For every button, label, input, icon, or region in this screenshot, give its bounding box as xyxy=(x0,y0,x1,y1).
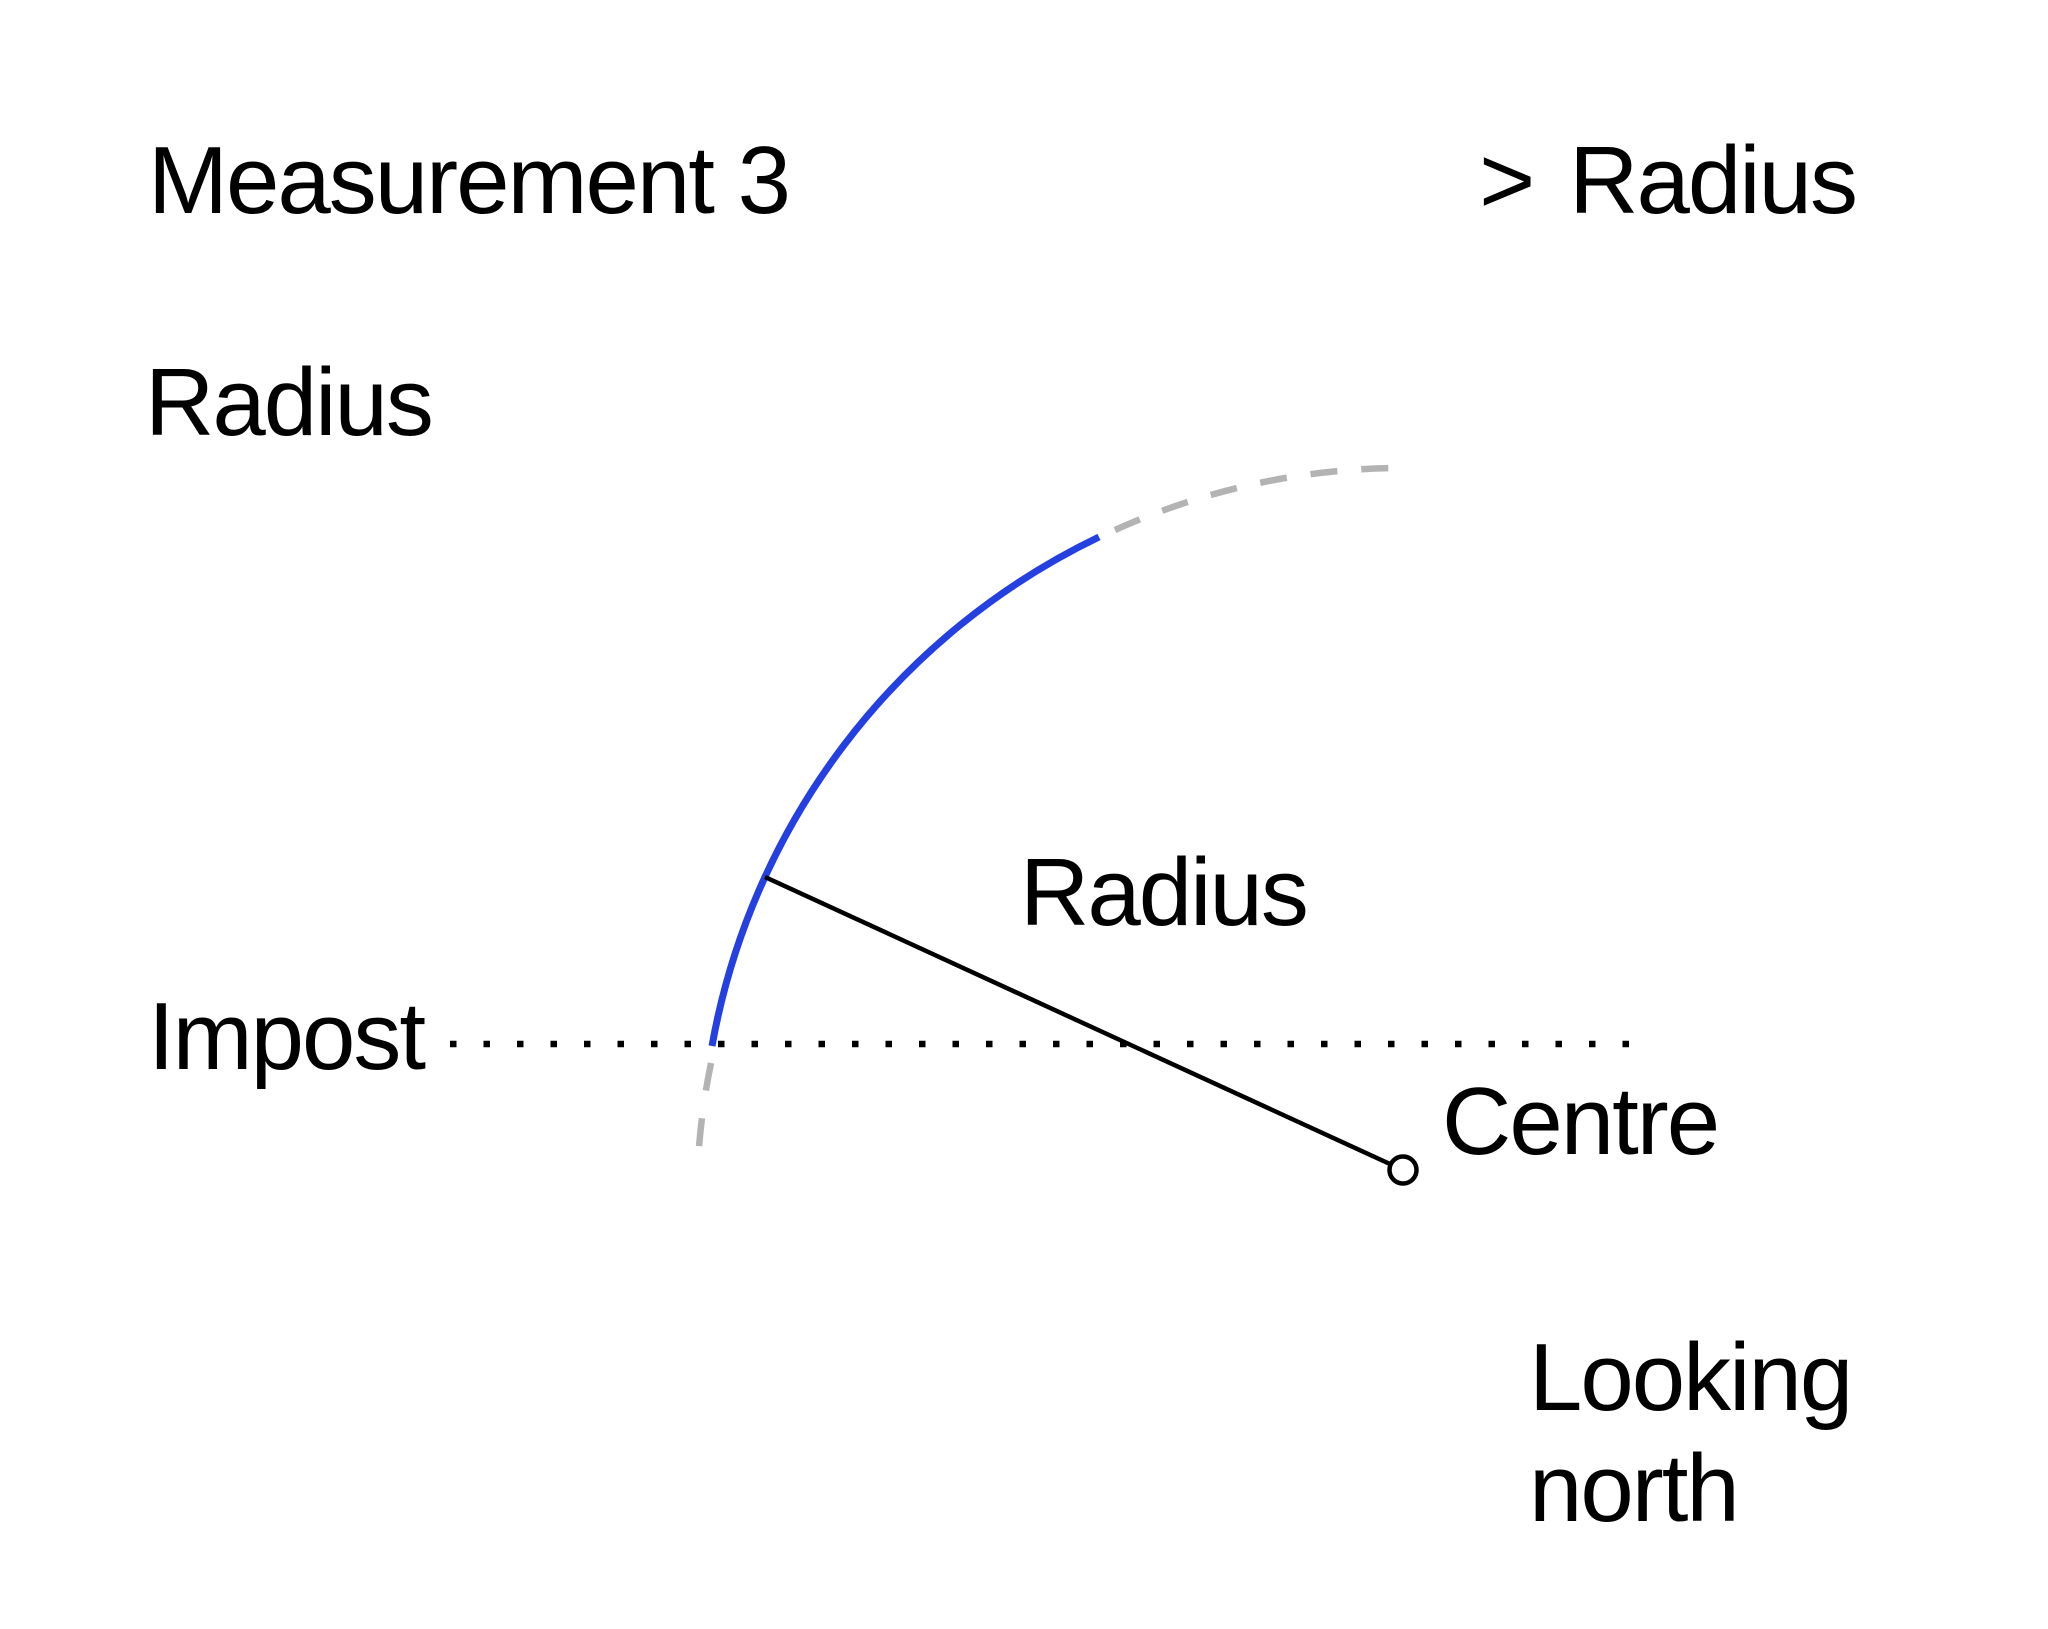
breadcrumb-label: Radius xyxy=(1569,127,1858,234)
arch-arc-dashed-upper xyxy=(1113,464,1403,533)
chevron-right-icon: > xyxy=(1479,127,1535,234)
centre-point-marker xyxy=(1387,1154,1419,1186)
breadcrumb-radius[interactable]: > Radius xyxy=(1479,127,1858,234)
section-subtitle: Radius xyxy=(145,349,434,456)
impost-label: Impost xyxy=(148,983,426,1090)
radius-line-label: Radius xyxy=(1020,839,1309,946)
arch-arc-dashed-lower xyxy=(695,1062,715,1148)
centre-label: Centre xyxy=(1442,1068,1720,1175)
page-title: Measurement 3 xyxy=(148,127,791,234)
arch-arc-solid xyxy=(708,533,1101,1047)
view-direction-caption: Looking north xyxy=(1529,1324,1853,1543)
radius-line xyxy=(764,874,1404,1173)
